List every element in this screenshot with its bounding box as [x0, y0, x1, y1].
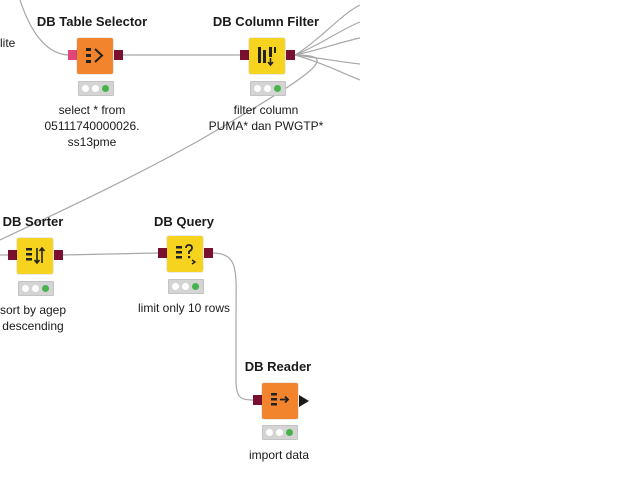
node-title: DB Reader [244, 359, 312, 374]
sorter-icon[interactable] [17, 238, 53, 274]
node-description: sort by agep descending [0, 303, 67, 333]
wire-filter-out-3 [294, 37, 361, 56]
node-title: DB Column Filter [212, 14, 320, 29]
data-output-port[interactable] [299, 395, 309, 407]
db-input-port[interactable] [8, 250, 17, 260]
wire-into-table-selector [19, 0, 71, 56]
table-selector-icon[interactable] [77, 38, 113, 74]
wire-filter-out-2 [294, 21, 361, 56]
wire-filter-to-sorter [0, 54, 318, 241]
wire-filter-out-5 [294, 54, 361, 81]
db-output-port[interactable] [114, 50, 123, 60]
wire-query-to-reader [210, 252, 256, 401]
node-title: DB Sorter [2, 214, 64, 229]
reader-icon[interactable] [262, 383, 298, 419]
flow-variable-input-port[interactable] [68, 50, 77, 60]
node-status-traffic-light [168, 279, 204, 294]
db-input-port[interactable] [240, 50, 249, 60]
wire-filter-out-1 [294, 4, 361, 56]
db-output-port[interactable] [286, 50, 295, 60]
node-status-traffic-light [18, 281, 54, 296]
node-status-traffic-light [262, 425, 298, 440]
node-title: DB Query [154, 214, 214, 229]
db-input-port[interactable] [158, 248, 167, 258]
node-status-traffic-light [250, 81, 286, 96]
node-title: DB Table Selector [36, 14, 148, 29]
node-status-traffic-light [78, 81, 114, 96]
node-description: select * from 05111740000026. ss13pme [44, 103, 140, 149]
query-icon[interactable] [167, 236, 203, 272]
partial-node-label: lite [0, 36, 16, 50]
column-filter-icon[interactable] [249, 38, 285, 74]
node-description: filter column PUMA* dan PWGTP* [208, 103, 324, 133]
node-description: import data [248, 448, 310, 462]
db-output-port[interactable] [54, 250, 63, 260]
node-description: limit only 10 rows [137, 301, 231, 315]
db-output-port[interactable] [204, 248, 213, 258]
wire-sorter-to-query [61, 252, 159, 256]
wire-filter-out-4 [294, 54, 361, 65]
db-input-port[interactable] [253, 395, 262, 405]
